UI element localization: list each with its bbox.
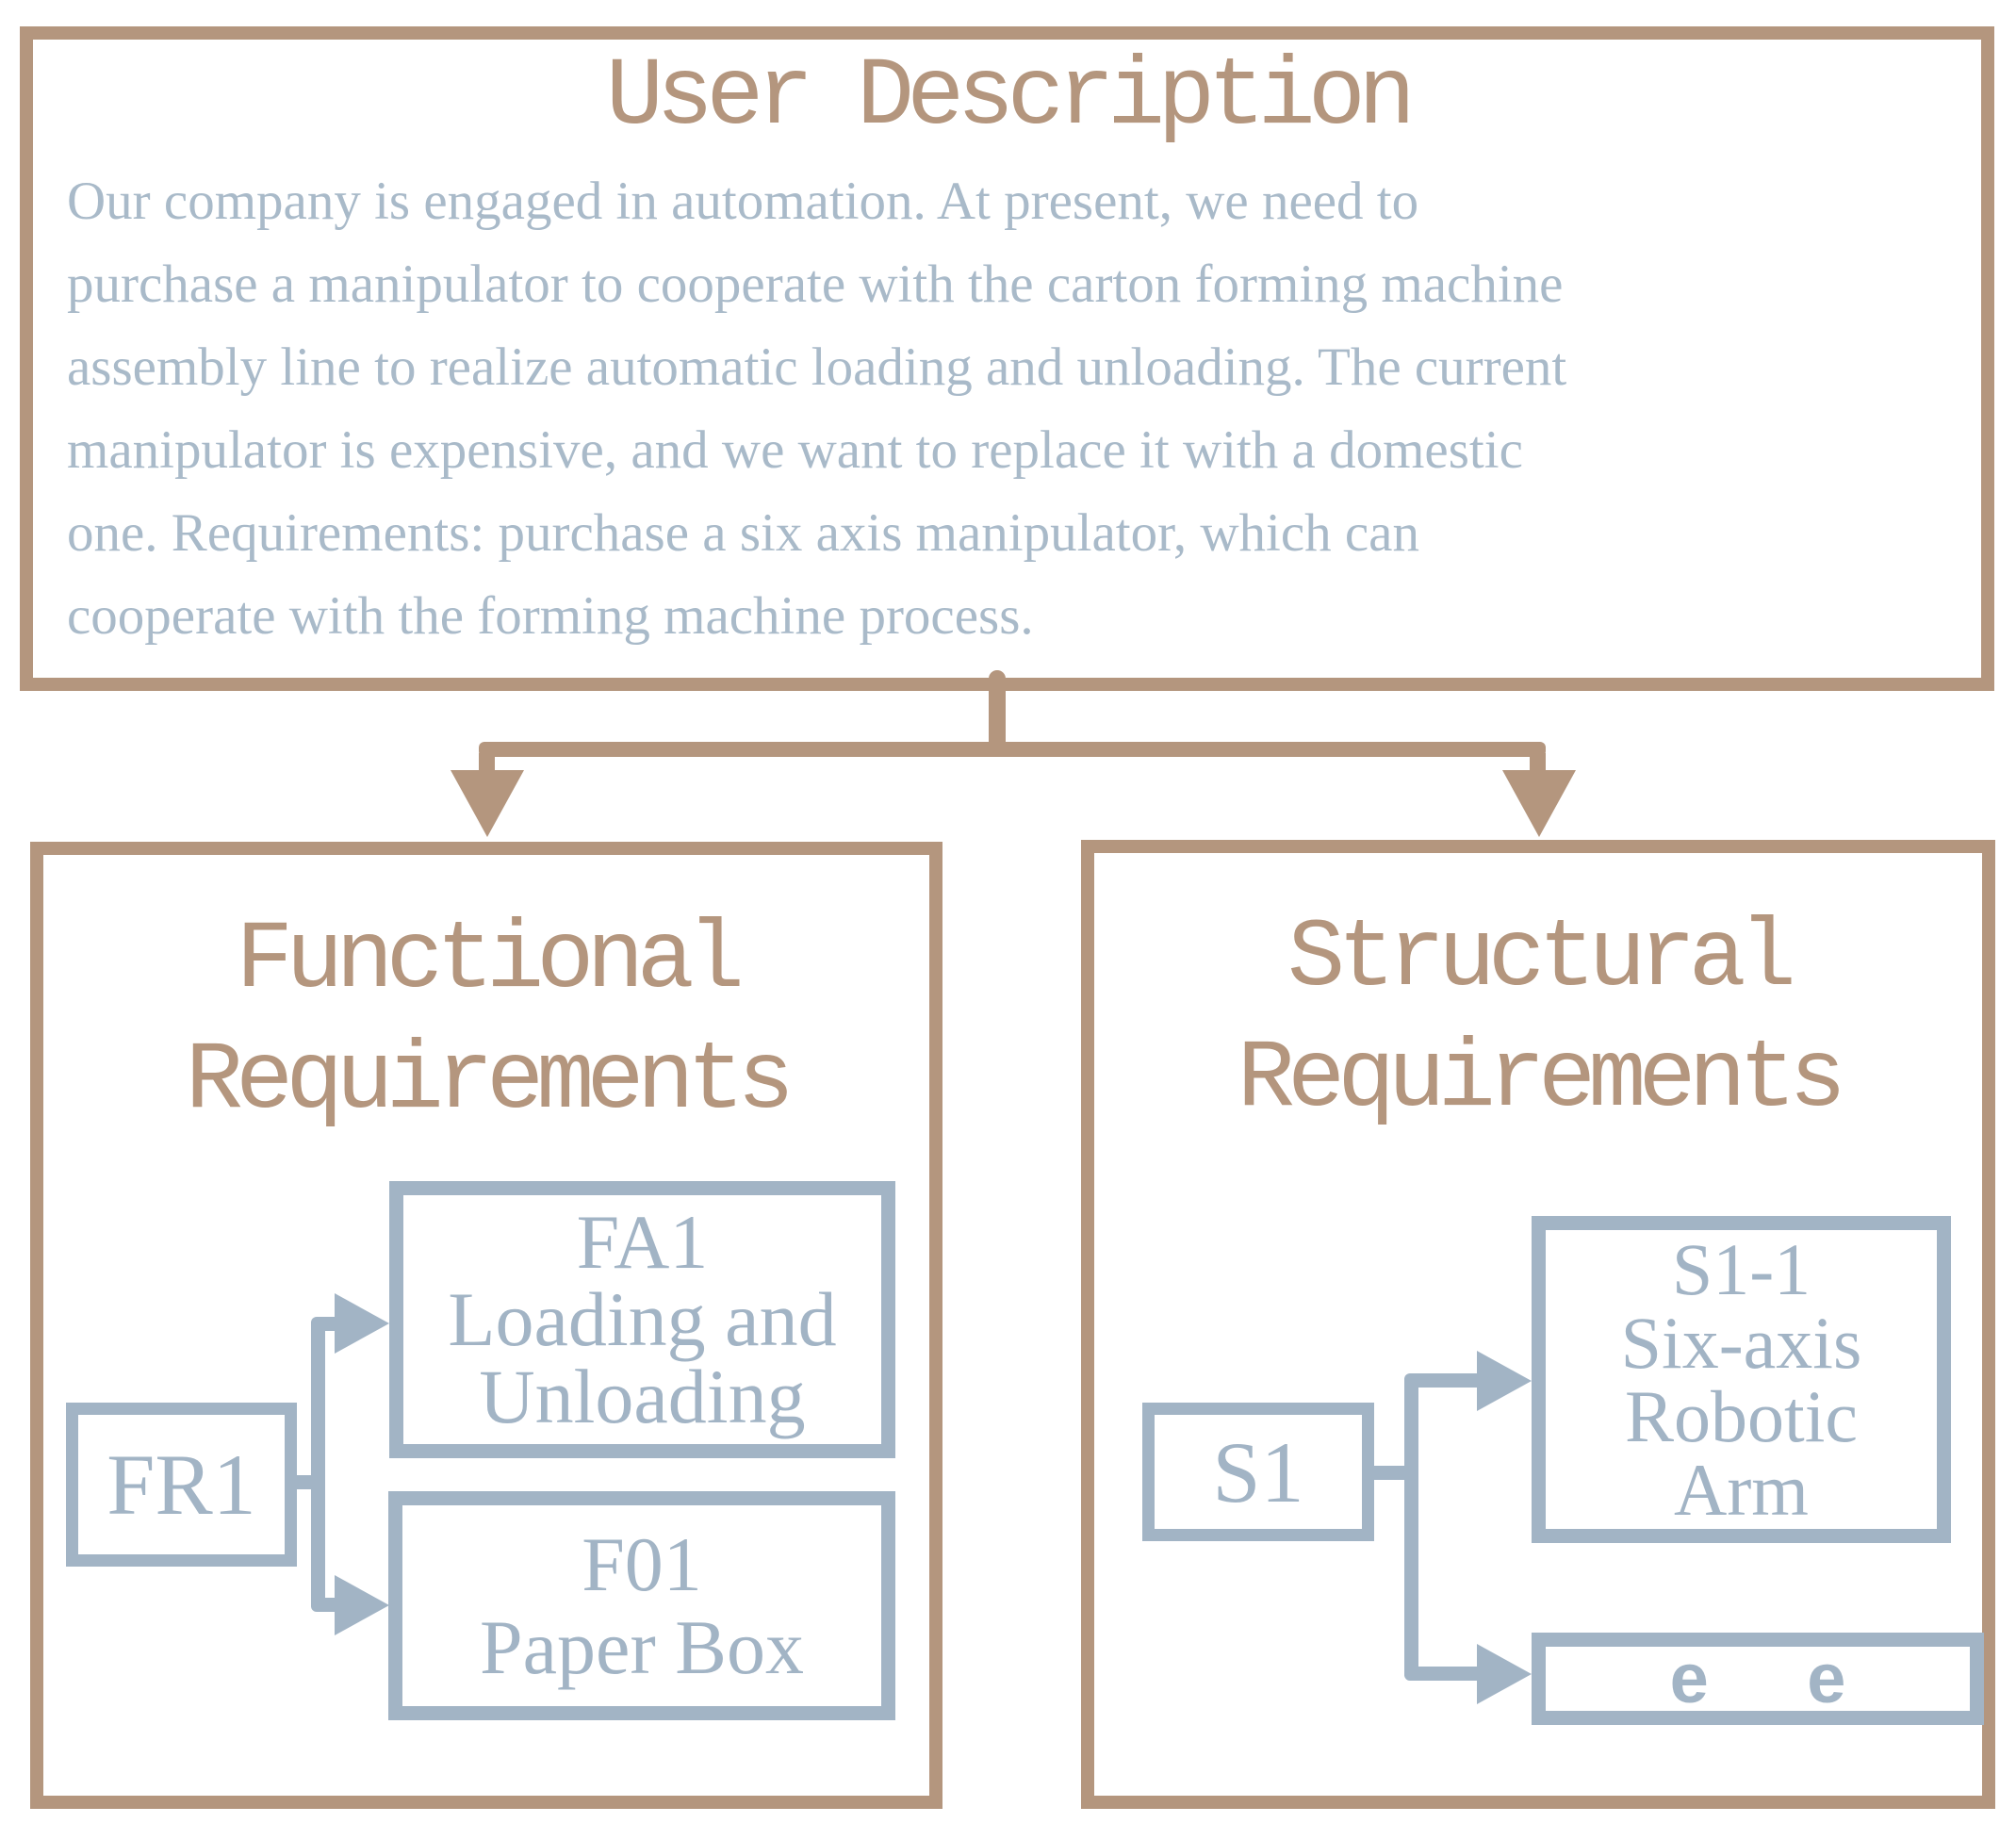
connector-right-stub <box>1530 753 1546 771</box>
connector-horizontal-bar <box>479 742 1546 757</box>
end-effector-connector-stub <box>1411 1667 1477 1681</box>
f01-connector-stub <box>318 1598 335 1612</box>
s1-connector-stub <box>1374 1466 1412 1480</box>
structural-title-line1: Structural <box>1287 904 1796 1013</box>
functional-title-line2: Requirements <box>185 1026 795 1136</box>
s1-node: S1 <box>1142 1403 1374 1541</box>
s1-1-connector-stub <box>1411 1373 1477 1388</box>
f01-node: F01 Paper Box <box>388 1491 895 1720</box>
right-arrow-s1-1-icon <box>1477 1351 1532 1411</box>
fa1-label-line2: Loading and <box>448 1276 837 1362</box>
fa1-label-line3: Unloading <box>479 1354 806 1439</box>
s1-label: S1 <box>1212 1423 1304 1520</box>
fr1-label: FR1 <box>107 1437 256 1533</box>
user-description-box: User Description Our company is engaged … <box>20 26 1994 691</box>
connector-left-stub <box>479 753 495 771</box>
end-effector-label: e e <box>1669 1639 1873 1717</box>
s1-1-label-line3: Robotic <box>1625 1374 1858 1457</box>
user-description-text: Our company is engaged in automation. At… <box>67 172 1567 646</box>
structural-title-line2: Requirements <box>1237 1025 1847 1134</box>
end-effector-node: e e <box>1532 1633 1984 1725</box>
down-arrow-right-icon <box>1502 770 1576 837</box>
right-arrow-end-effector-icon <box>1477 1644 1532 1704</box>
s1-1-label-line2: Six-axis <box>1620 1301 1862 1384</box>
s1-1-node: S1-1 Six-axis Robotic Arm <box>1532 1216 1951 1543</box>
structural-requirements-title: Structural Requirements <box>1094 898 1982 1140</box>
right-arrow-f01-icon <box>335 1575 389 1635</box>
fr1-node: FR1 <box>66 1403 297 1567</box>
s1-branch-trunk <box>1404 1373 1418 1681</box>
functional-requirements-title: Functional Requirements <box>43 900 929 1141</box>
s1-1-label-line4: Arm <box>1674 1448 1809 1531</box>
functional-title-line1: Functional <box>235 906 745 1015</box>
fr1-connector-stub <box>297 1475 325 1489</box>
fr1-branch-trunk <box>311 1317 325 1612</box>
right-arrow-fa1-icon <box>335 1293 389 1354</box>
fa1-node: FA1 Loading and Unloading <box>389 1181 895 1458</box>
connector-stem <box>989 678 1006 757</box>
fa1-connector-stub <box>318 1317 335 1331</box>
s1-1-label-line1: S1-1 <box>1671 1227 1811 1310</box>
f01-label-line2: Paper Box <box>480 1603 804 1690</box>
f01-label-line1: F01 <box>582 1520 702 1607</box>
user-description-title: User Description <box>605 42 1416 152</box>
fa1-label-line1: FA1 <box>576 1199 709 1285</box>
down-arrow-left-icon <box>451 770 524 837</box>
